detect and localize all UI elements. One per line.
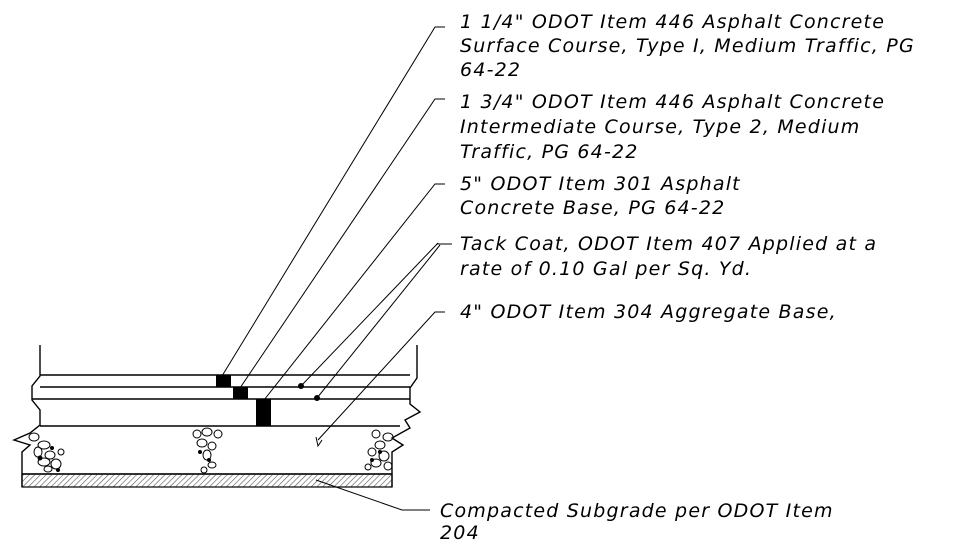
- pavement-section: [12, 345, 422, 488]
- callout-subgrade: Compacted Subgrade per ODOT Item 204: [440, 500, 834, 542]
- callout-surface-line-2: Surface Course, Type I, Medium Traffic, …: [460, 35, 915, 57]
- callout-concrete-base: 5" ODOT Item 301 Asphalt Concrete Base, …: [460, 173, 741, 219]
- intermediate-thickness-marker: [233, 387, 248, 399]
- right-break-line: [390, 345, 422, 487]
- leader-aggregate-base: [317, 311, 445, 441]
- callout-intermediate-line-3: Traffic, PG 64-22: [460, 141, 639, 163]
- base-thickness-marker: [256, 399, 271, 426]
- leader-tack-coat-upper: [300, 242, 439, 387]
- callout-intermediate-line-2: Intermediate Course, Type 2, Medium: [460, 116, 861, 138]
- leader-subgrade: [315, 479, 430, 511]
- callout-aggregate-base: 4" ODOT Item 304 Aggregate Base,: [460, 301, 837, 323]
- callout-surface-line-1: 1 1/4" ODOT Item 446 Asphalt Concrete: [460, 11, 885, 33]
- leader-lines: [221, 26, 452, 511]
- callout-surface-line-3: 64-22: [460, 59, 521, 81]
- callout-intermediate-course: 1 3/4" ODOT Item 446 Asphalt Concrete In…: [460, 91, 885, 163]
- subgrade-hatch: [21, 473, 393, 488]
- callout-subgrade-line-2: 204: [440, 522, 480, 542]
- callout-intermediate-line-1: 1 3/4" ODOT Item 446 Asphalt Concrete: [460, 91, 885, 113]
- callout-tack-line-1: Tack Coat, ODOT Item 407 Applied at a: [460, 233, 877, 255]
- callout-surface-course: 1 1/4" ODOT Item 446 Asphalt Concrete Su…: [460, 11, 915, 81]
- aggregate-leader-tick: [315, 436, 323, 448]
- leader-concrete-base: [263, 183, 445, 401]
- callout-subgrade-line-1: Compacted Subgrade per ODOT Item: [440, 500, 834, 522]
- leader-intermediate-course: [239, 98, 445, 389]
- callout-tack-line-2: rate of 0.10 Gal per Sq. Yd.: [460, 258, 752, 280]
- aggregate-cluster-left: [28, 432, 65, 473]
- leader-surface-course: [221, 26, 445, 377]
- callout-base-line-1: 5" ODOT Item 301 Asphalt: [460, 173, 741, 195]
- callout-base-line-2: Concrete Base, PG 64-22: [460, 197, 725, 219]
- surface-thickness-marker: [216, 375, 231, 387]
- callout-tack-coat: Tack Coat, ODOT Item 407 Applied at a ra…: [460, 233, 877, 280]
- callout-aggregate-line-1: 4" ODOT Item 304 Aggregate Base,: [460, 301, 837, 323]
- aggregate-cluster-middle: [192, 427, 223, 474]
- aggregate-cluster-right: [364, 429, 394, 471]
- left-break-line: [12, 345, 41, 487]
- leader-tack-coat-lower: [316, 244, 441, 399]
